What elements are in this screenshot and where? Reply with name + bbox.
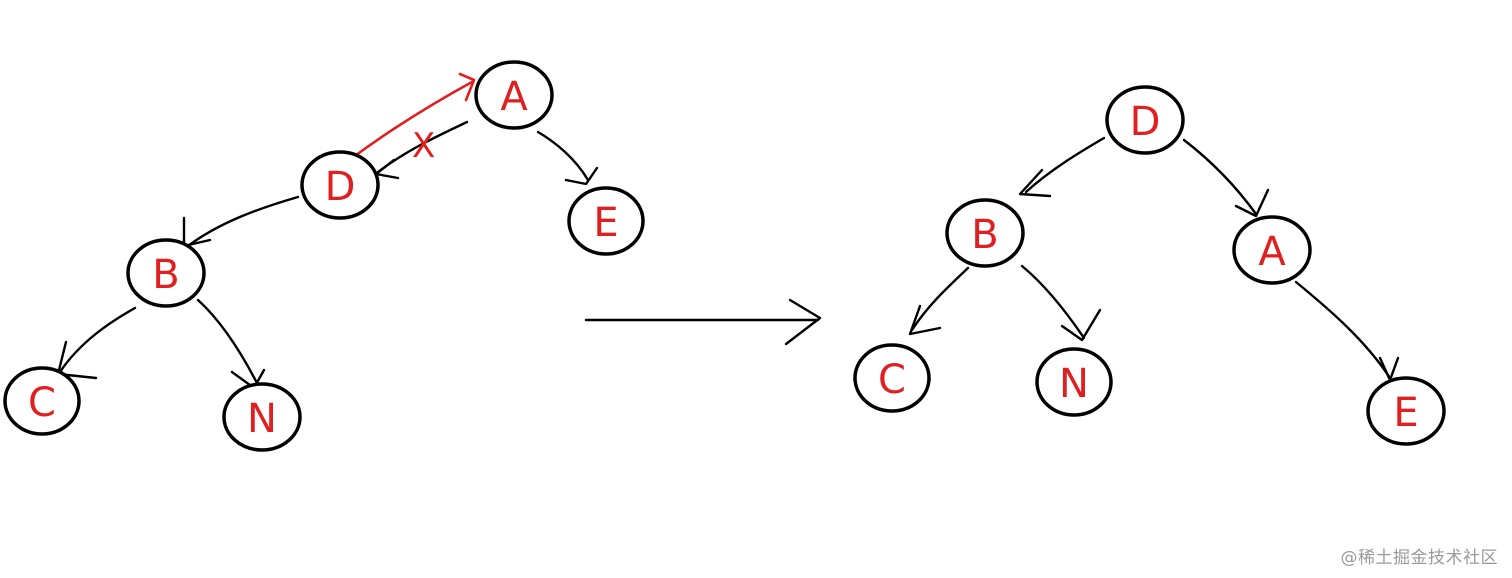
cut-mark: X — [412, 126, 435, 166]
left-node-c-label: C — [28, 380, 56, 426]
right-node-b-label: B — [971, 212, 998, 258]
right-edge-d-a — [1182, 138, 1258, 216]
right-node-n: N — [1035, 347, 1113, 417]
rotation-arrowhead — [458, 72, 476, 102]
right-edge-d-b — [1024, 136, 1106, 194]
right-node-b: B — [945, 198, 1025, 268]
right-edge-a-e — [1294, 280, 1392, 380]
left-edge-a-e — [536, 130, 590, 182]
right-arrowhead-n — [1060, 308, 1102, 342]
left-arrowhead-d — [374, 158, 400, 180]
left-node-n-label: N — [247, 396, 277, 442]
left-node-d: D — [300, 150, 380, 220]
left-node-b-label: B — [152, 252, 179, 298]
left-tree: X A D E B C N — [3, 60, 645, 452]
transform-arrow — [584, 298, 822, 346]
left-node-b: B — [126, 238, 206, 308]
right-node-e: E — [1366, 376, 1446, 446]
left-arrowhead-b — [182, 216, 212, 248]
right-node-d: D — [1105, 85, 1185, 155]
right-node-d-label: D — [1130, 99, 1161, 145]
right-edge-b-c — [910, 266, 970, 332]
left-node-c: C — [3, 366, 81, 436]
right-arrowhead-b — [1018, 168, 1052, 198]
right-edge-b-n — [1020, 264, 1086, 340]
left-node-e: E — [567, 186, 645, 256]
left-arrowhead-e — [564, 166, 599, 186]
left-node-e-label: E — [593, 200, 618, 246]
right-node-a-label: A — [1258, 229, 1286, 275]
rotation-arrow — [350, 80, 474, 160]
right-node-n-label: N — [1059, 361, 1089, 407]
left-node-a-label: A — [500, 74, 528, 120]
transform-arrow-head — [784, 298, 822, 346]
right-arrowhead-c — [908, 304, 942, 336]
left-edge-b-n — [196, 298, 260, 387]
left-node-n: N — [222, 382, 302, 452]
left-node-a: A — [474, 60, 554, 130]
right-arrowhead-a — [1234, 188, 1270, 218]
right-node-c-label: C — [878, 357, 906, 403]
right-node-e-label: E — [1393, 390, 1418, 436]
left-edge-b-c — [58, 306, 137, 374]
right-node-a: A — [1232, 215, 1312, 285]
watermark: @稀土掘金技术社区 — [1340, 548, 1498, 568]
right-node-c: C — [853, 343, 931, 413]
left-node-d-label: D — [325, 164, 356, 210]
left-edge-d-b — [186, 195, 300, 248]
right-tree: D B A C N E — [853, 85, 1446, 446]
